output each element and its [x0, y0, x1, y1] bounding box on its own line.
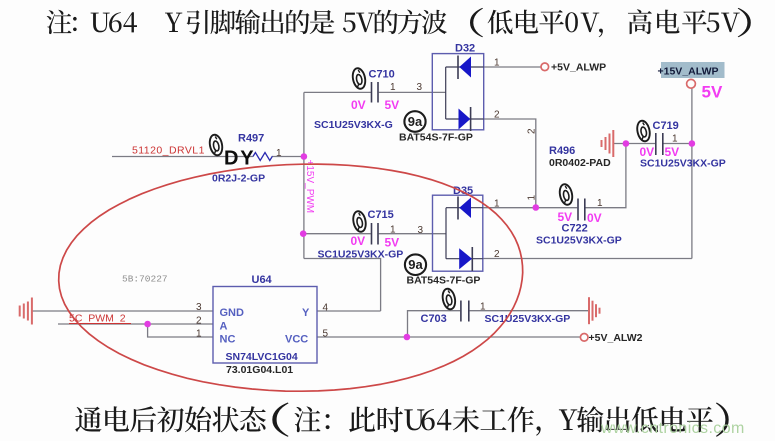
svg-text:2: 2: [196, 316, 202, 327]
svg-text:SN74LVC1G04: SN74LVC1G04: [226, 351, 298, 363]
svg-text:5: 5: [323, 329, 329, 340]
svg-text:+15V_ALWP: +15V_ALWP: [658, 66, 719, 78]
svg-text:GND: GND: [220, 307, 245, 319]
svg-text:BAT54S-7F-GP: BAT54S-7F-GP: [399, 132, 473, 144]
svg-text:5V: 5V: [558, 210, 573, 224]
svg-text:1: 1: [494, 199, 500, 210]
svg-text:U64: U64: [252, 274, 273, 286]
svg-text:C722: C722: [562, 223, 588, 235]
svg-text:1: 1: [196, 329, 202, 340]
svg-text:R497: R497: [238, 133, 264, 145]
svg-text:51120_DRVL1: 51120_DRVL1: [132, 145, 205, 157]
svg-text:C715: C715: [368, 209, 394, 221]
svg-text:SC1U25V3KX-GP: SC1U25V3KX-GP: [640, 158, 726, 170]
svg-text:1: 1: [390, 82, 396, 93]
svg-text:5V: 5V: [702, 83, 723, 102]
svg-text:1: 1: [276, 148, 282, 159]
svg-text:SC1U25V3KX-GP: SC1U25V3KX-GP: [318, 249, 404, 261]
svg-text:0R0402-PAD: 0R0402-PAD: [549, 157, 611, 169]
svg-text:2: 2: [494, 249, 500, 260]
svg-text:1: 1: [390, 225, 396, 236]
svg-text:+15V_PWM: +15V_PWM: [304, 160, 315, 214]
svg-text:SC1U25V3KX-GP: SC1U25V3KX-GP: [485, 313, 571, 325]
svg-text:5V: 5V: [665, 145, 680, 159]
svg-text:1: 1: [494, 58, 500, 69]
svg-text:NC: NC: [220, 334, 236, 346]
svg-text:73.01G04.L01: 73.01G04.L01: [226, 364, 293, 376]
svg-text:www.cntronics.com: www.cntronics.com: [600, 420, 745, 437]
svg-text:2: 2: [527, 128, 538, 134]
svg-text:SC1U25V3KX-GP: SC1U25V3KX-GP: [536, 235, 622, 247]
svg-text:5V: 5V: [385, 98, 400, 112]
svg-text:1: 1: [597, 198, 603, 209]
svg-text:0V: 0V: [351, 234, 366, 248]
svg-text:2: 2: [494, 110, 500, 121]
svg-text:1: 1: [672, 134, 678, 145]
svg-text:5B:70227: 5B:70227: [122, 274, 168, 285]
svg-text:1: 1: [527, 195, 538, 201]
svg-text:1: 1: [480, 302, 486, 313]
svg-text:3: 3: [418, 225, 424, 236]
svg-text:A: A: [220, 321, 228, 333]
svg-text:VCC: VCC: [285, 334, 308, 346]
svg-text:3: 3: [196, 302, 202, 313]
svg-text:C703: C703: [421, 313, 447, 325]
svg-text:9a: 9a: [408, 114, 423, 129]
svg-text:0R2J-2-GP: 0R2J-2-GP: [212, 173, 265, 185]
svg-text:0V: 0V: [351, 98, 366, 112]
svg-text:0V: 0V: [587, 211, 602, 225]
svg-text:Y: Y: [302, 307, 310, 319]
svg-text:SC1U25V3KX-G: SC1U25V3KX-G: [314, 119, 393, 131]
svg-text:DY: DY: [224, 148, 255, 170]
svg-text:5V: 5V: [385, 236, 400, 250]
svg-text:5C_PWM_2: 5C_PWM_2: [69, 313, 126, 325]
svg-text:3: 3: [417, 82, 423, 93]
svg-text:C719: C719: [653, 120, 679, 132]
svg-text:0V: 0V: [640, 145, 655, 159]
svg-text:+5V_ALWP: +5V_ALWP: [551, 62, 606, 74]
svg-text:C710: C710: [369, 69, 395, 81]
svg-text:9a: 9a: [408, 257, 423, 272]
svg-text:4: 4: [323, 303, 329, 314]
svg-text:R496: R496: [549, 145, 575, 157]
svg-text:+5V_ALW2: +5V_ALW2: [589, 332, 643, 344]
svg-text:D32: D32: [455, 43, 475, 55]
svg-text:BAT54S-7F-GP: BAT54S-7F-GP: [407, 275, 481, 287]
